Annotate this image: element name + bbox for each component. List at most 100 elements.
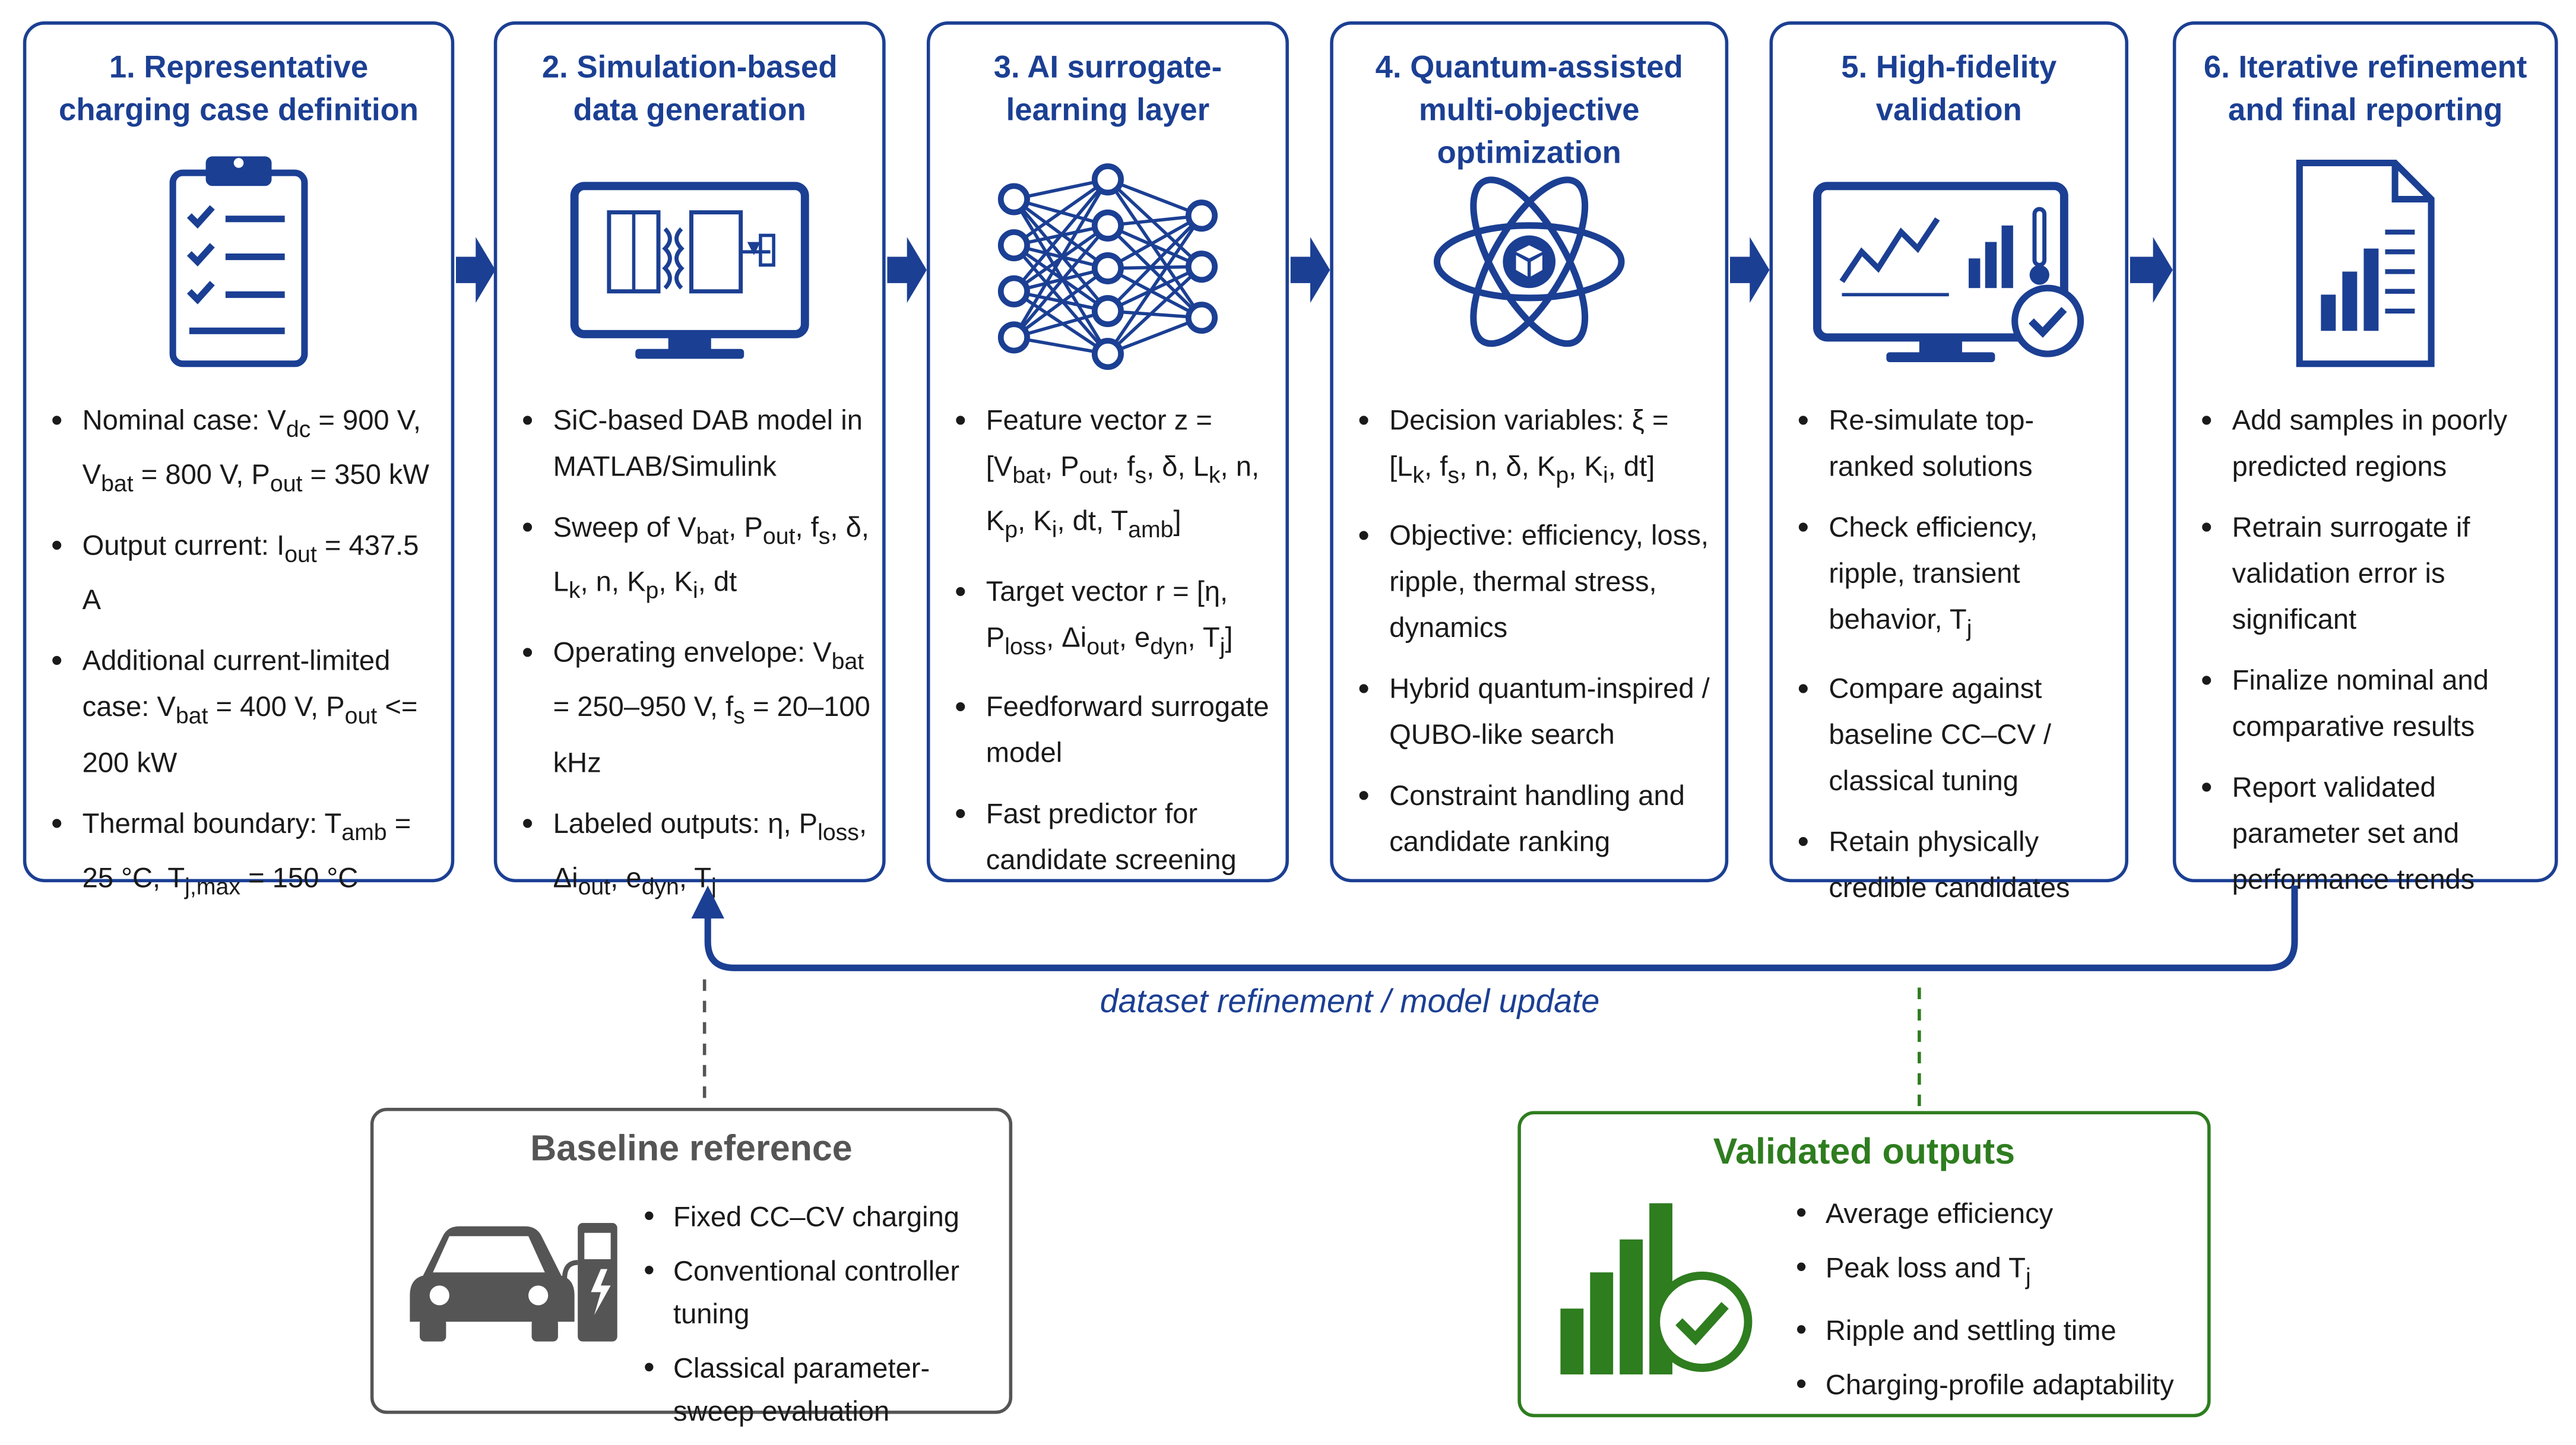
network-connection: [1107, 224, 1203, 268]
network-connection: [1106, 214, 1203, 312]
step-5-validation: 5. High-fidelity validation Re-simulate …: [1769, 21, 2128, 904]
flow-arrow-icon: [1730, 237, 1770, 303]
network-connection: [1013, 309, 1108, 340]
bullet: Finalize nominal and comparative results: [2196, 658, 2545, 750]
bullet: Decision variables: ξ = [Lk, fs, n, δ, K…: [1353, 398, 1715, 499]
network-node: [1091, 209, 1124, 242]
step-3-surrogate-learning: 3. AI surrogate- learning layer Feature …: [926, 21, 1289, 884]
network-node: [997, 183, 1030, 216]
step-bullets: Nominal case: Vdc = 900 V, Vbat = 800 V,…: [46, 398, 441, 926]
list-item: Ripple and settling time: [1792, 1311, 2204, 1354]
network-connection: [1012, 178, 1110, 293]
validated-title: Validated outputs: [1713, 1130, 2016, 1173]
network-connection: [1107, 316, 1202, 356]
baseline-title: Baseline reference: [530, 1127, 853, 1169]
network-connection: [1107, 214, 1203, 270]
bar-chart-check-icon: [1551, 1190, 1764, 1396]
network-connection: [1013, 267, 1109, 339]
baseline-reference-box: Baseline reference Fixed CC–CV charging …: [370, 1107, 1013, 1427]
bullet: Target vector r = [η, Ploss, Δiout, edyn…: [950, 569, 1276, 670]
list-item: Charging-profile adaptability: [1792, 1365, 2204, 1408]
flow-arrow-icon: [456, 237, 496, 303]
step-bullets: Add samples in poorly predicted regions …: [2196, 398, 2545, 918]
bullet: Report validated parameter set and perfo…: [2196, 765, 2545, 904]
step-bullets: Decision variables: ξ = [Lk, fs, n, δ, K…: [1353, 398, 1715, 881]
network-connection: [1107, 178, 1203, 268]
bullet: Feedforward surrogate model: [950, 685, 1276, 777]
network-connection: [1107, 265, 1203, 356]
network-node: [1185, 302, 1218, 334]
bullet: Thermal boundary: Tamb = 25 °C, Tj,max =…: [46, 801, 441, 911]
network-connection: [1106, 178, 1203, 319]
bullet: Feature vector z = [Vbat, Pout, fs, δ, L…: [950, 398, 1276, 554]
step-title: 6. Iterative refinement and final report…: [2203, 50, 2527, 129]
list-item: Conventional controller tuning: [641, 1251, 1003, 1336]
network-node: [1091, 338, 1124, 370]
network-node: [997, 321, 1030, 354]
bullet: SiC-based DAB model in MATLAB/Simulink: [517, 398, 873, 490]
bullet: Hybrid quantum-inspired / QUBO-like sear…: [1353, 667, 1715, 759]
step-title: 4. Quantum-assisted multi-objective opti…: [1375, 50, 1683, 172]
network-node: [1091, 252, 1124, 284]
network-connection: [1012, 178, 1110, 338]
network-node: [1091, 163, 1124, 196]
network-node: [997, 275, 1030, 308]
car-charger-icon: [397, 1197, 627, 1357]
bullet: Retain physically credible candidates: [1792, 820, 2115, 912]
step-1-case-definition: 1. Representative charging case definiti…: [23, 21, 455, 901]
network-node: [1185, 199, 1218, 232]
step-2-data-generation: 2. Simulation-based data generation SiC-…: [493, 21, 886, 901]
network-connection: [1013, 178, 1109, 247]
feedback-loop-label: dataset refinement / model update: [1100, 984, 1600, 1021]
step-bullets: Re-simulate top-ranked solutions Check e…: [1792, 398, 2115, 927]
network-node: [997, 229, 1030, 262]
bullet: Add samples in poorly predicted regions: [2196, 398, 2545, 490]
flow-arrow-icon: [887, 237, 927, 303]
step-6-refinement-reporting: 6. Iterative refinement and final report…: [2172, 21, 2558, 895]
bullet: Fast predictor for candidate screening: [950, 792, 1276, 884]
bullet: Sweep of Vbat, Pout, fs, δ, Lk, n, Kp, K…: [517, 505, 873, 615]
network-connection: [1107, 265, 1203, 313]
clipboard-checklist-icon: [26, 150, 451, 397]
bullet: Labeled outputs: η, Ploss, Δiout, edyn, …: [517, 801, 873, 911]
network-node: [1185, 251, 1218, 283]
flow-arrow-icon: [1290, 237, 1330, 303]
bullet: Additional current-limited case: Vbat = …: [46, 639, 441, 786]
network-node: [1091, 294, 1124, 328]
list-item: Peak loss and Tj: [1792, 1248, 2204, 1300]
validated-list: Average efficiency Peak loss and Tj Ripp…: [1792, 1193, 2204, 1419]
network-connection: [1107, 267, 1203, 319]
bullet: Nominal case: Vdc = 900 V, Vbat = 800 V,…: [46, 398, 441, 508]
bullet: Objective: efficiency, loss, ripple, the…: [1353, 514, 1715, 652]
circuit-monitor-icon: [497, 150, 882, 397]
neural-network-icon: [930, 150, 1286, 397]
bullet: Compare against baseline CC–CV / classic…: [1792, 667, 2115, 806]
list-item: Average efficiency: [1792, 1193, 2204, 1236]
monitor-check-icon: [1773, 150, 2125, 397]
list-item: Fixed CC–CV charging: [641, 1197, 1003, 1240]
bullet: Output current: Iout = 437.5 A: [46, 523, 441, 624]
validated-outputs-box: Validated outputs Average efficiency Pea…: [1517, 1111, 2211, 1419]
step-title: 1. Representative charging case definiti…: [59, 50, 419, 129]
step-title: 5. High-fidelity validation: [1841, 50, 2057, 129]
flow-arrow-icon: [2130, 237, 2173, 303]
list-item: Classical parameter-sweep evaluation: [641, 1348, 1003, 1434]
network-connection: [1107, 224, 1203, 319]
step-4-quantum-optimization: 4. Quantum-assisted multi-objective opti…: [1330, 21, 1729, 883]
bullet: Check efficiency, ripple, transient beha…: [1792, 505, 2115, 652]
baseline-list: Fixed CC–CV charging Conventional contro…: [641, 1197, 1003, 1445]
network-connection: [1012, 224, 1110, 339]
step-title: 3. AI surrogate- learning layer: [993, 50, 1222, 129]
bullet: Re-simulate top-ranked solutions: [1792, 398, 2115, 490]
report-document-icon: [2176, 150, 2555, 397]
bullet: Constraint handling and candidate rankin…: [1353, 774, 1715, 866]
network-connection: [1107, 178, 1202, 217]
atom-icon: [1333, 150, 1725, 397]
bullet: Retrain surrogate if validation error is…: [2196, 505, 2545, 644]
bullet: Operating envelope: Vbat = 250–950 V, fs…: [517, 630, 873, 786]
network-connection: [1106, 214, 1203, 355]
step-bullets: SiC-based DAB model in MATLAB/Simulink S…: [517, 398, 873, 926]
step-title: 2. Simulation-based data generation: [541, 50, 838, 129]
